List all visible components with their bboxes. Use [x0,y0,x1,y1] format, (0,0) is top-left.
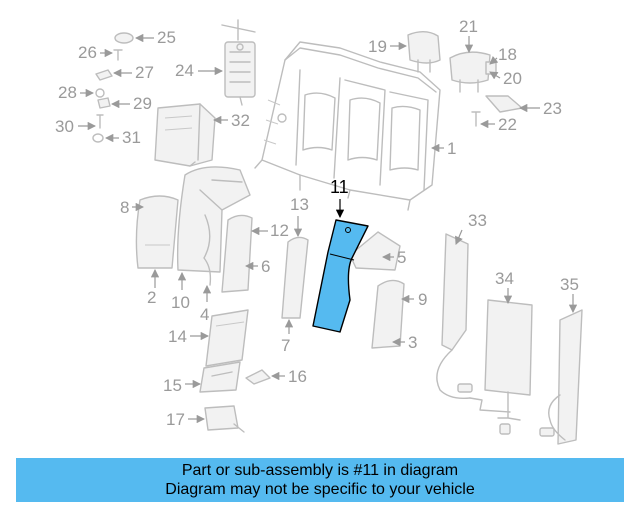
callout-21: 21 [459,17,478,36]
heater-element-34[interactable] [469,299,533,435]
callout-34: 34 [495,269,514,288]
hardware-29[interactable] [97,97,111,109]
callout-10: 10 [171,293,190,312]
side-bolster-part[interactable] [221,214,253,293]
callout-31: 31 [122,128,141,147]
hardware-26[interactable] [113,49,123,61]
callout-30: 30 [55,117,74,136]
callout-28: 28 [58,83,77,102]
callout-2: 2 [147,288,156,307]
callout-19: 19 [368,37,387,56]
heater-element-33[interactable] [436,233,473,400]
banner-line-1: Part or sub-assembly is #11 in diagram [181,462,459,479]
callout-33: 33 [468,211,487,230]
armrest-base-part[interactable] [199,361,241,393]
callout-3: 3 [408,333,417,352]
side-pad-part[interactable] [371,279,405,349]
callout-11: 11 [330,177,349,197]
callout-18: 18 [498,45,517,64]
callout-24: 24 [175,61,194,80]
armrest-part[interactable] [205,309,249,367]
callout-9: 9 [418,290,427,309]
callout-7: 7 [281,336,290,355]
seatback-frame-part[interactable] [254,41,441,211]
callout-35: 35 [560,275,579,294]
callout-8: 8 [120,198,129,217]
bracket-23-part[interactable] [485,95,523,113]
hardware-31[interactable] [92,133,104,143]
heater-element-35[interactable] [539,309,583,445]
callout-14: 14 [168,327,187,346]
headrest-center-part[interactable] [407,31,441,73]
callout-32: 32 [231,111,250,130]
highlighted-part-11[interactable] [312,219,369,333]
hardware-27[interactable] [95,69,113,81]
callout-4: 4 [200,305,209,324]
callout-13: 13 [290,195,309,214]
callout-16: 16 [288,367,307,386]
headrest-side-part[interactable] [449,51,497,93]
callout-25: 25 [157,28,176,47]
callout-15: 15 [163,376,182,395]
callout-20: 20 [503,69,522,88]
banner-line-2: Diagram may not be specific to your vehi… [165,481,475,498]
info-banner: Part or sub-assembly is #11 in diagram D… [16,458,624,502]
callout-27: 27 [135,63,154,82]
hardware-25[interactable] [114,32,134,44]
hardware-30[interactable] [96,114,104,129]
callout-29: 29 [133,94,152,113]
clip-16-part[interactable] [245,369,271,385]
cup-holder-part[interactable] [204,405,245,433]
callout-6: 6 [261,257,270,276]
callout-1: 1 [447,139,456,158]
callout-22: 22 [498,115,517,134]
seatback-pad-part[interactable] [135,195,179,269]
bolt-22-part[interactable] [471,111,481,127]
callout-12: 12 [270,221,289,240]
callout-17: 17 [166,410,185,429]
center-bolster-part[interactable] [281,236,309,319]
callout-5: 5 [397,248,406,267]
armrest-cover-part[interactable] [154,103,216,167]
recliner-mechanism-part[interactable] [221,19,256,106]
hardware-28[interactable] [95,88,105,98]
callout-23: 23 [543,99,562,118]
callout-26: 26 [78,43,97,62]
seatback-cover-part[interactable] [176,166,251,286]
